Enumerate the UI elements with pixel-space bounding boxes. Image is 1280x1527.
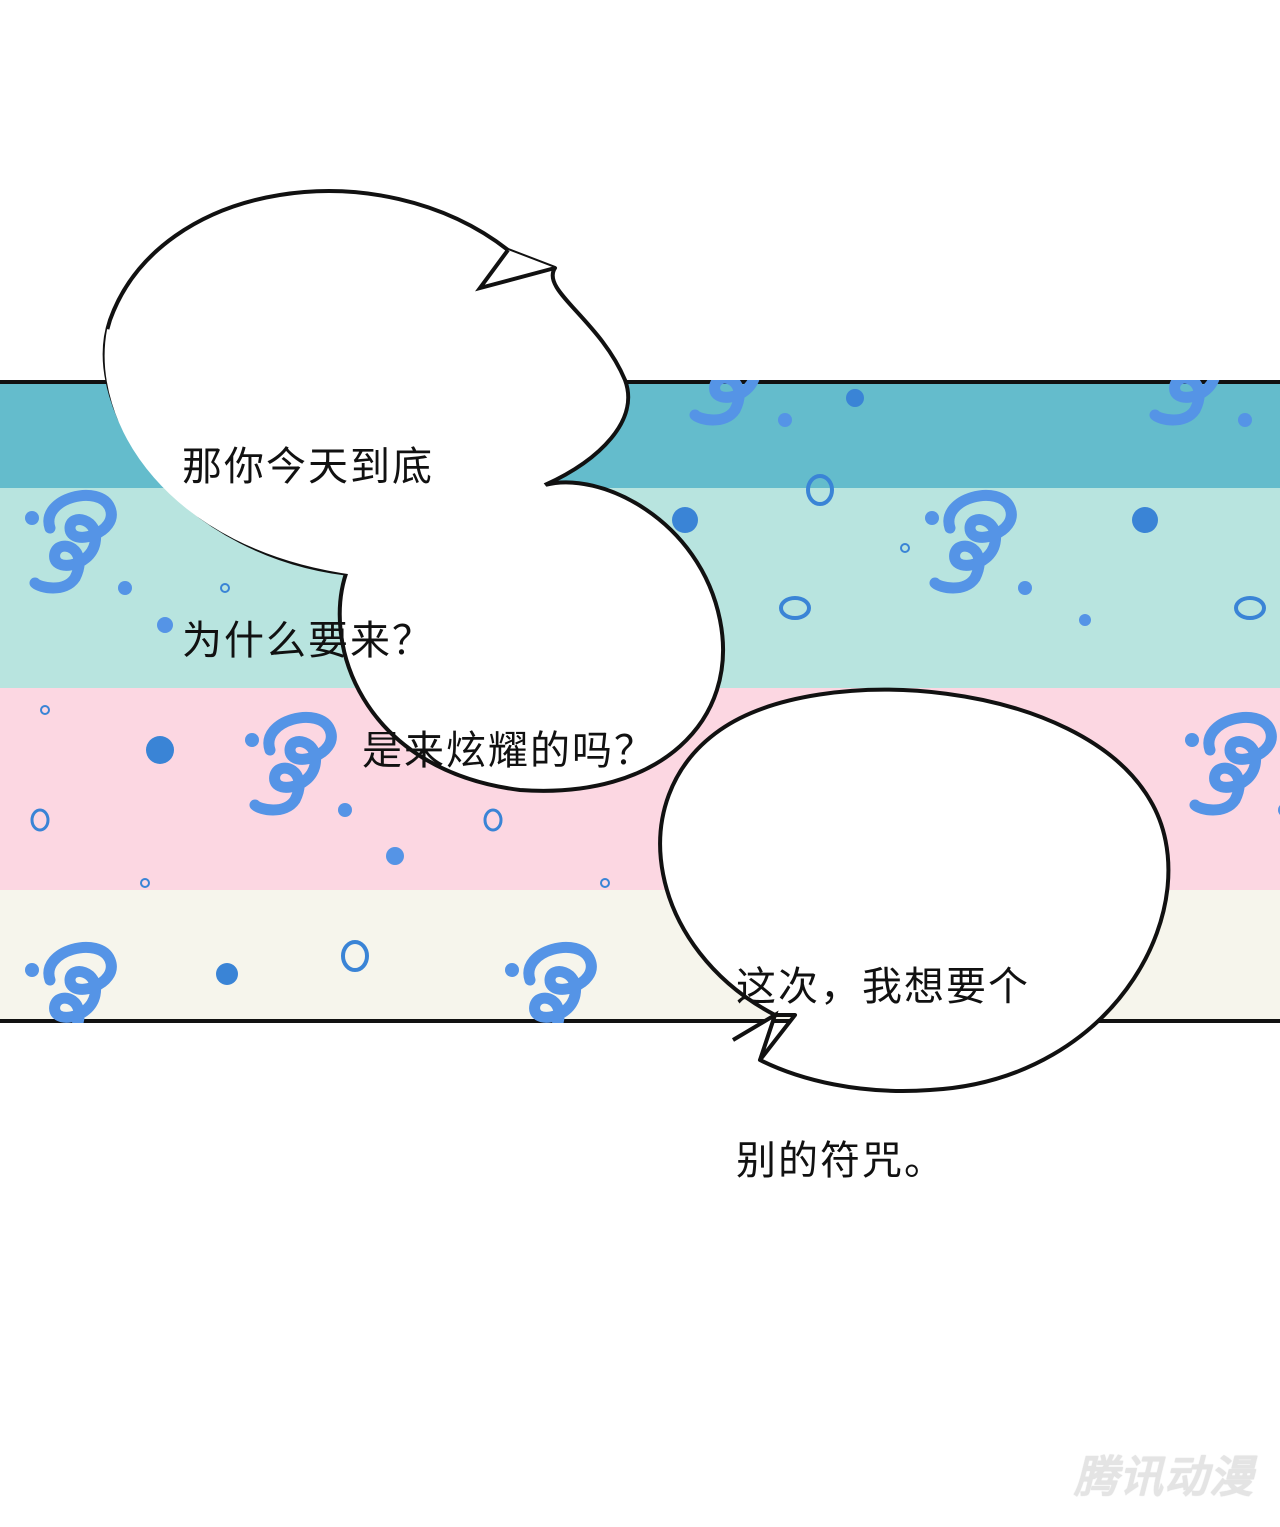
watermark-logo: 腾讯动漫 [1074,1452,1254,1503]
bubble-3-line-2: 别的符咒。 [736,1138,946,1184]
bubble-2-line-1: 是来炫耀的吗？ [362,728,656,774]
speech-bubble-1-text: 那你今天到底 为什么要来？ [182,322,434,728]
bubble-1-line-1: 那你今天到底 [182,444,434,490]
speech-bubble-2-text: 是来炫耀的吗？ [362,606,656,838]
bubble-3-line-1: 这次，我想要个 [736,964,1030,1010]
speech-bubble-3-text: 这次，我想要个 别的符咒。 [736,842,1030,1248]
bubble-1-line-2: 为什么要来？ [182,618,434,664]
speech-bubble-3-outline [658,687,1171,1093]
